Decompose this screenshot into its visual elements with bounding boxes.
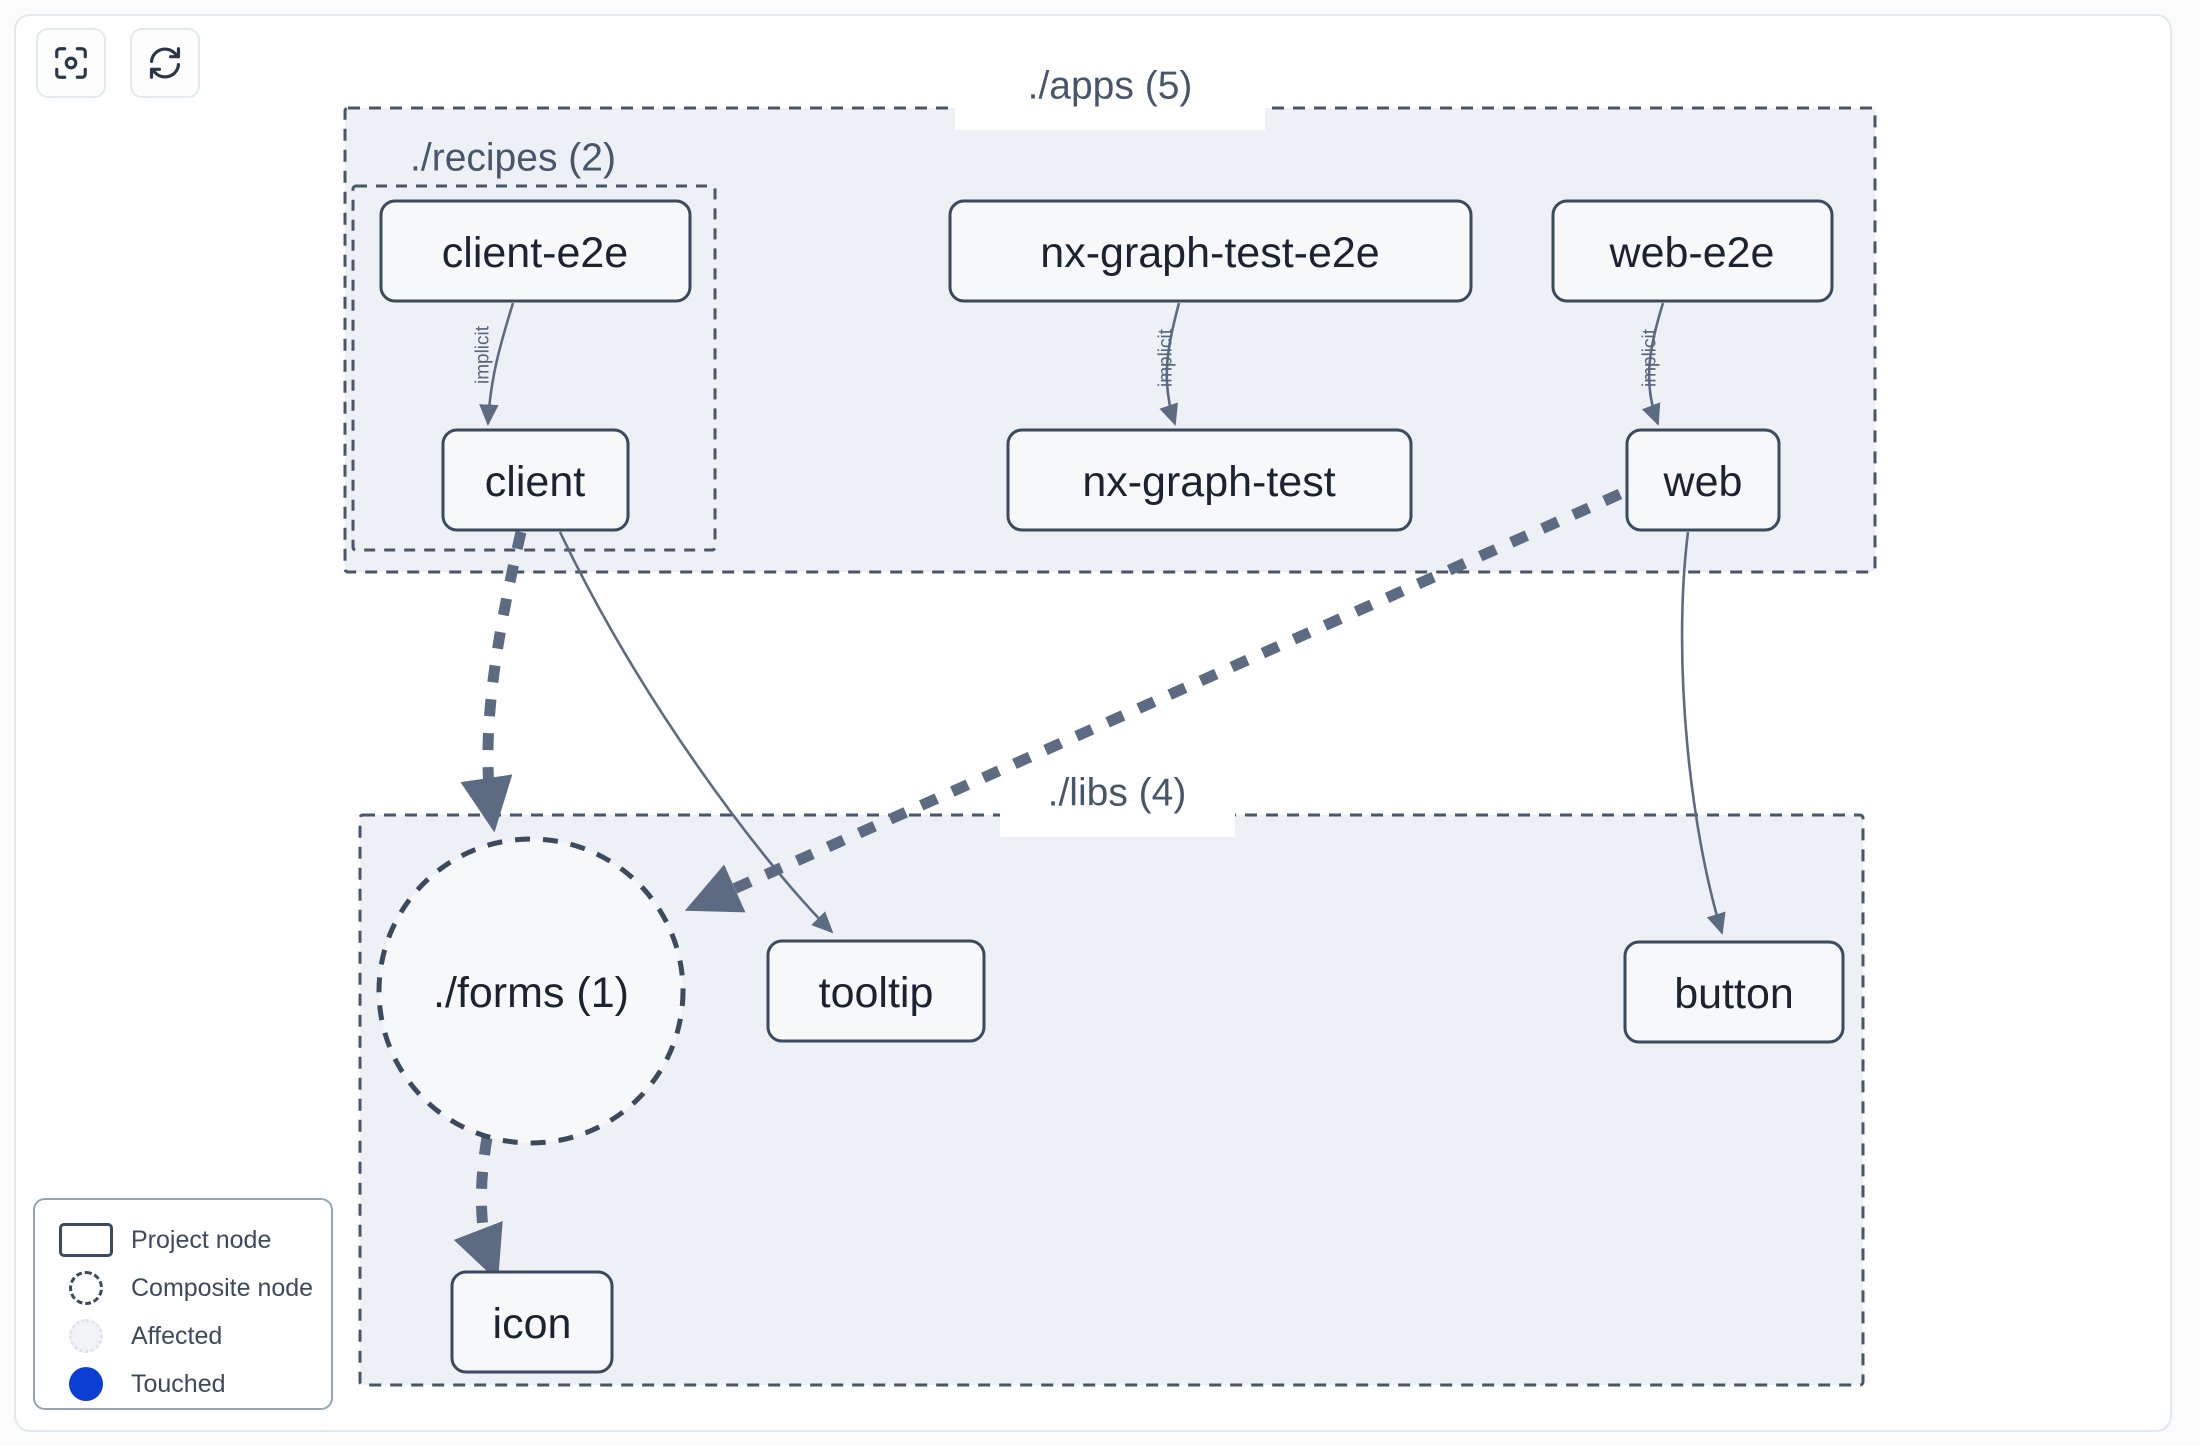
- focus-graph-button[interactable]: [36, 28, 106, 98]
- legend-label: Project node: [131, 1225, 272, 1254]
- node-forms-circle[interactable]: [376, 836, 686, 1146]
- node-button-box[interactable]: [1623, 940, 1845, 1044]
- node-icon-box[interactable]: [450, 1270, 614, 1374]
- refresh-graph-button[interactable]: [130, 28, 200, 98]
- legend-label: Touched: [131, 1369, 226, 1398]
- touched-node-icon: [59, 1367, 115, 1401]
- viewfinder-focus-icon: [52, 44, 90, 82]
- node-web-box[interactable]: [1625, 428, 1781, 532]
- affected-node-icon: [59, 1319, 115, 1353]
- node-tooltip[interactable]: tooltip: [766, 939, 986, 1043]
- node-nx-graph-test-e2e-box[interactable]: [948, 199, 1473, 303]
- node-web-e2e[interactable]: web-e2e: [1551, 199, 1834, 303]
- node-button[interactable]: button: [1623, 940, 1845, 1044]
- node-web-e2e-box[interactable]: [1551, 199, 1834, 303]
- legend-label: Composite node: [131, 1273, 314, 1302]
- node-web[interactable]: web: [1625, 428, 1781, 532]
- project-node-icon: [59, 1223, 115, 1257]
- legend-label: Affected: [131, 1321, 223, 1350]
- node-forms-composite[interactable]: ./forms (1): [376, 836, 686, 1146]
- node-client-e2e[interactable]: client-e2e: [379, 199, 692, 303]
- legend-item-affected: Affected: [35, 1312, 331, 1360]
- node-client-e2e-box[interactable]: [379, 199, 692, 303]
- legend-item-composite-node: Composite node: [35, 1264, 331, 1312]
- refresh-sync-icon: [146, 44, 184, 82]
- legend-item-project-node: Project node: [35, 1216, 331, 1264]
- node-tooltip-box[interactable]: [766, 939, 986, 1043]
- node-nx-graph-test-box[interactable]: [1006, 428, 1413, 532]
- composite-node-icon: [59, 1271, 115, 1305]
- group-libs-box[interactable]: [358, 813, 1865, 1387]
- graph-legend: Project node Composite node Affected Tou…: [33, 1198, 333, 1410]
- legend-item-touched: Touched: [35, 1360, 331, 1408]
- node-client-box[interactable]: [441, 428, 630, 532]
- node-client[interactable]: client: [441, 428, 630, 532]
- node-nx-graph-test-e2e[interactable]: nx-graph-test-e2e: [948, 199, 1473, 303]
- node-nx-graph-test[interactable]: nx-graph-test: [1006, 428, 1413, 532]
- node-icon[interactable]: icon: [450, 1270, 614, 1374]
